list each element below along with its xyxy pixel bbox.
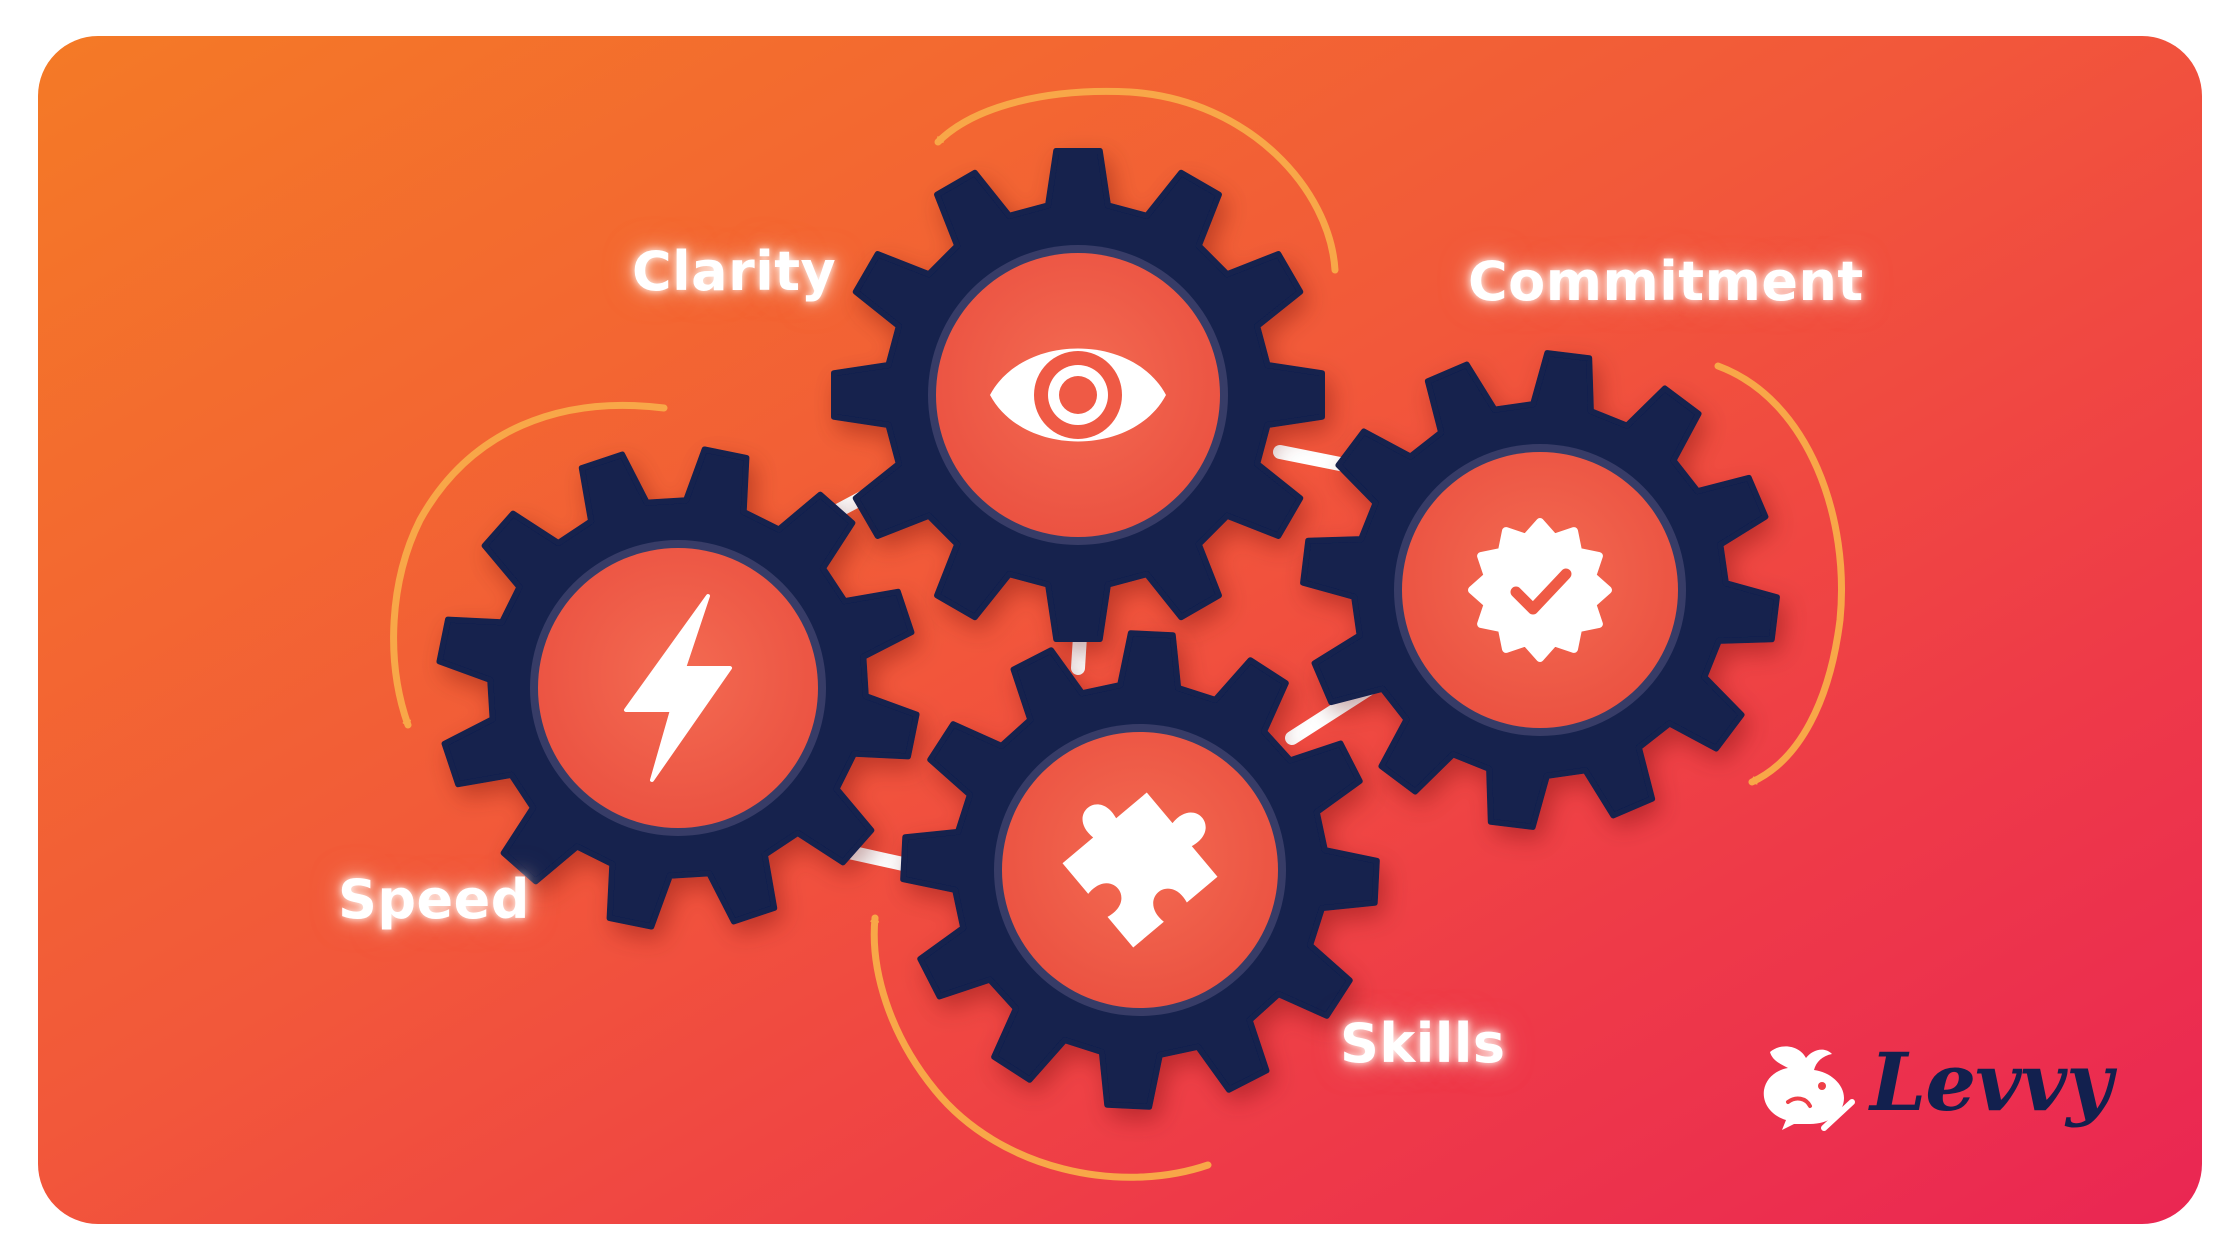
rabbit-icon [1763,1046,1855,1131]
logo-text: Levvy [1870,1035,2113,1129]
lightning-bolt-icon [624,594,732,782]
verified-badge-icon [1468,518,1612,662]
arrow-clarity [934,87,1339,274]
label-commitment: Commitment [1468,250,1864,313]
arrow-commitment [1714,362,1845,786]
rotation-arrows [390,87,1845,1181]
arrow-speed [390,401,668,729]
levvy-logo: Levvy [1752,1032,2113,1132]
label-clarity: Clarity [632,240,837,303]
puzzle-piece-icon [1062,792,1218,948]
eye-icon [990,348,1166,442]
label-skills: Skills [1340,1012,1506,1075]
label-speed: Speed [338,868,530,931]
arrow-skills [870,914,1212,1181]
